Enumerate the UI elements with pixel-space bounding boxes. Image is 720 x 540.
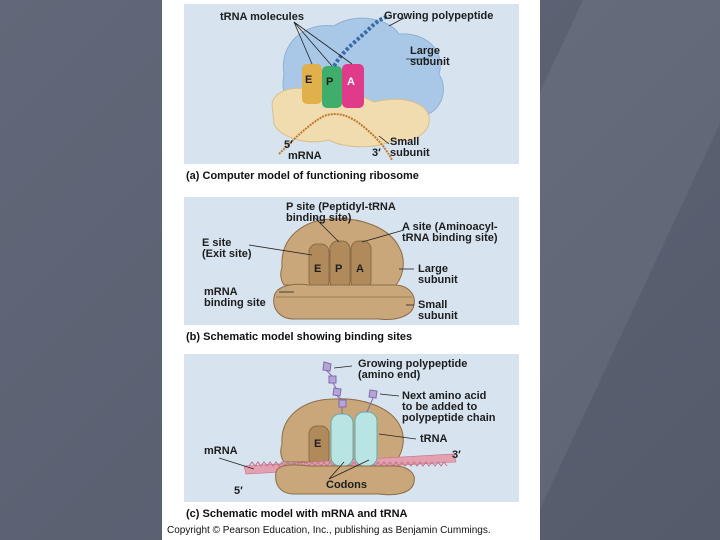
mrna-binding-label-line1: mRNA [204, 286, 238, 298]
p-site-label-line2: binding site) [286, 212, 352, 224]
a-trna-model [342, 64, 364, 108]
c-site-e-label: E [314, 438, 322, 450]
b-site-e-label: E [314, 263, 322, 275]
c-five-prime-label: 5′ [234, 485, 243, 497]
mrna-label: mRNA [288, 150, 322, 162]
ribosome-computer-model [271, 14, 444, 161]
p-trna-model [322, 66, 342, 108]
copyright-notice: Copyright © Pearson Education, Inc., pub… [167, 525, 491, 536]
panel-c-caption: (c) Schematic model with mRNA and tRNA [186, 508, 407, 520]
panel-a-image: tRNA molecules Growing polypeptide Large… [184, 4, 519, 164]
next-amino-label-line3: polypeptide chain [402, 412, 496, 424]
three-prime-label: 3′ [372, 147, 381, 159]
b-site-p-label: P [335, 263, 343, 275]
five-prime-label: 5′ [284, 139, 293, 151]
codons-label: Codons [326, 479, 367, 491]
panel-a-caption-letter: (a) [186, 170, 200, 182]
c-growing-label-line2: (amino end) [358, 369, 421, 381]
large-subunit-label-line2: subunit [410, 56, 450, 68]
ribosome-binding-sites-schematic [248, 216, 415, 320]
panel-a-caption-text: Computer model of functioning ribosome [202, 170, 419, 182]
next-amino-label-line2: to be added to [402, 401, 478, 413]
small-subunit-label-line1: Small [390, 136, 420, 148]
b-site-a-label: A [356, 263, 364, 275]
panel-a-caption: (a) Computer model of functioning riboso… [186, 170, 419, 182]
e-site-label-line1: E site [202, 237, 232, 249]
large-subunit-label-line1: Large [410, 45, 440, 57]
c-mrna-label: mRNA [204, 445, 238, 457]
growing-polypeptide-label: Growing polypeptide [384, 10, 494, 22]
mrna-binding-label-line2: binding site [204, 297, 266, 309]
trna-molecules-label: tRNA molecules [220, 11, 304, 23]
p-site-label-line1: P site (Peptidyl-tRNA [286, 201, 396, 213]
b-large-label-line2: subunit [418, 274, 458, 286]
p-site-trna [330, 413, 354, 467]
next-amino-label-line1: Next amino acid [402, 390, 487, 402]
e-trna-model [302, 64, 322, 104]
site-a-label: A [347, 76, 355, 88]
panel-c-caption-letter: (c) [186, 508, 200, 520]
panel-b-caption-letter: (b) [186, 331, 201, 343]
panel-b-image: P site (Peptidyl-tRNA binding site) A si… [184, 197, 519, 325]
a-site-label-line2: tRNA binding site) [402, 232, 498, 244]
a-site-trna [354, 411, 378, 467]
small-subunit-label-line2: subunit [390, 147, 430, 159]
figure-card: tRNA molecules Growing polypeptide Large… [162, 0, 540, 540]
site-p-label: P [326, 76, 334, 88]
panel-c-image: Growing polypeptide (amino end) Next ami… [184, 354, 519, 502]
panel-b-caption: (b) Schematic model showing binding site… [186, 331, 412, 343]
site-e-label: E [305, 74, 313, 86]
a-site-label-line1: A site (Aminoacyl- [402, 221, 498, 233]
panel-b-caption-text: Schematic model showing binding sites [203, 331, 413, 343]
c-growing-label-line1: Growing polypeptide [358, 358, 468, 370]
panel-c-caption-text: Schematic model with mRNA and tRNA [202, 508, 408, 520]
b-small-label-line1: Small [418, 299, 448, 311]
e-site-label-line2: (Exit site) [202, 248, 252, 260]
b-large-label-line1: Large [418, 263, 448, 275]
ribosome-mrna-trna-schematic [218, 361, 457, 496]
b-small-label-line2: subunit [418, 310, 458, 322]
trna-label: tRNA [420, 433, 448, 445]
c-three-prime-label: 3′ [452, 449, 461, 461]
